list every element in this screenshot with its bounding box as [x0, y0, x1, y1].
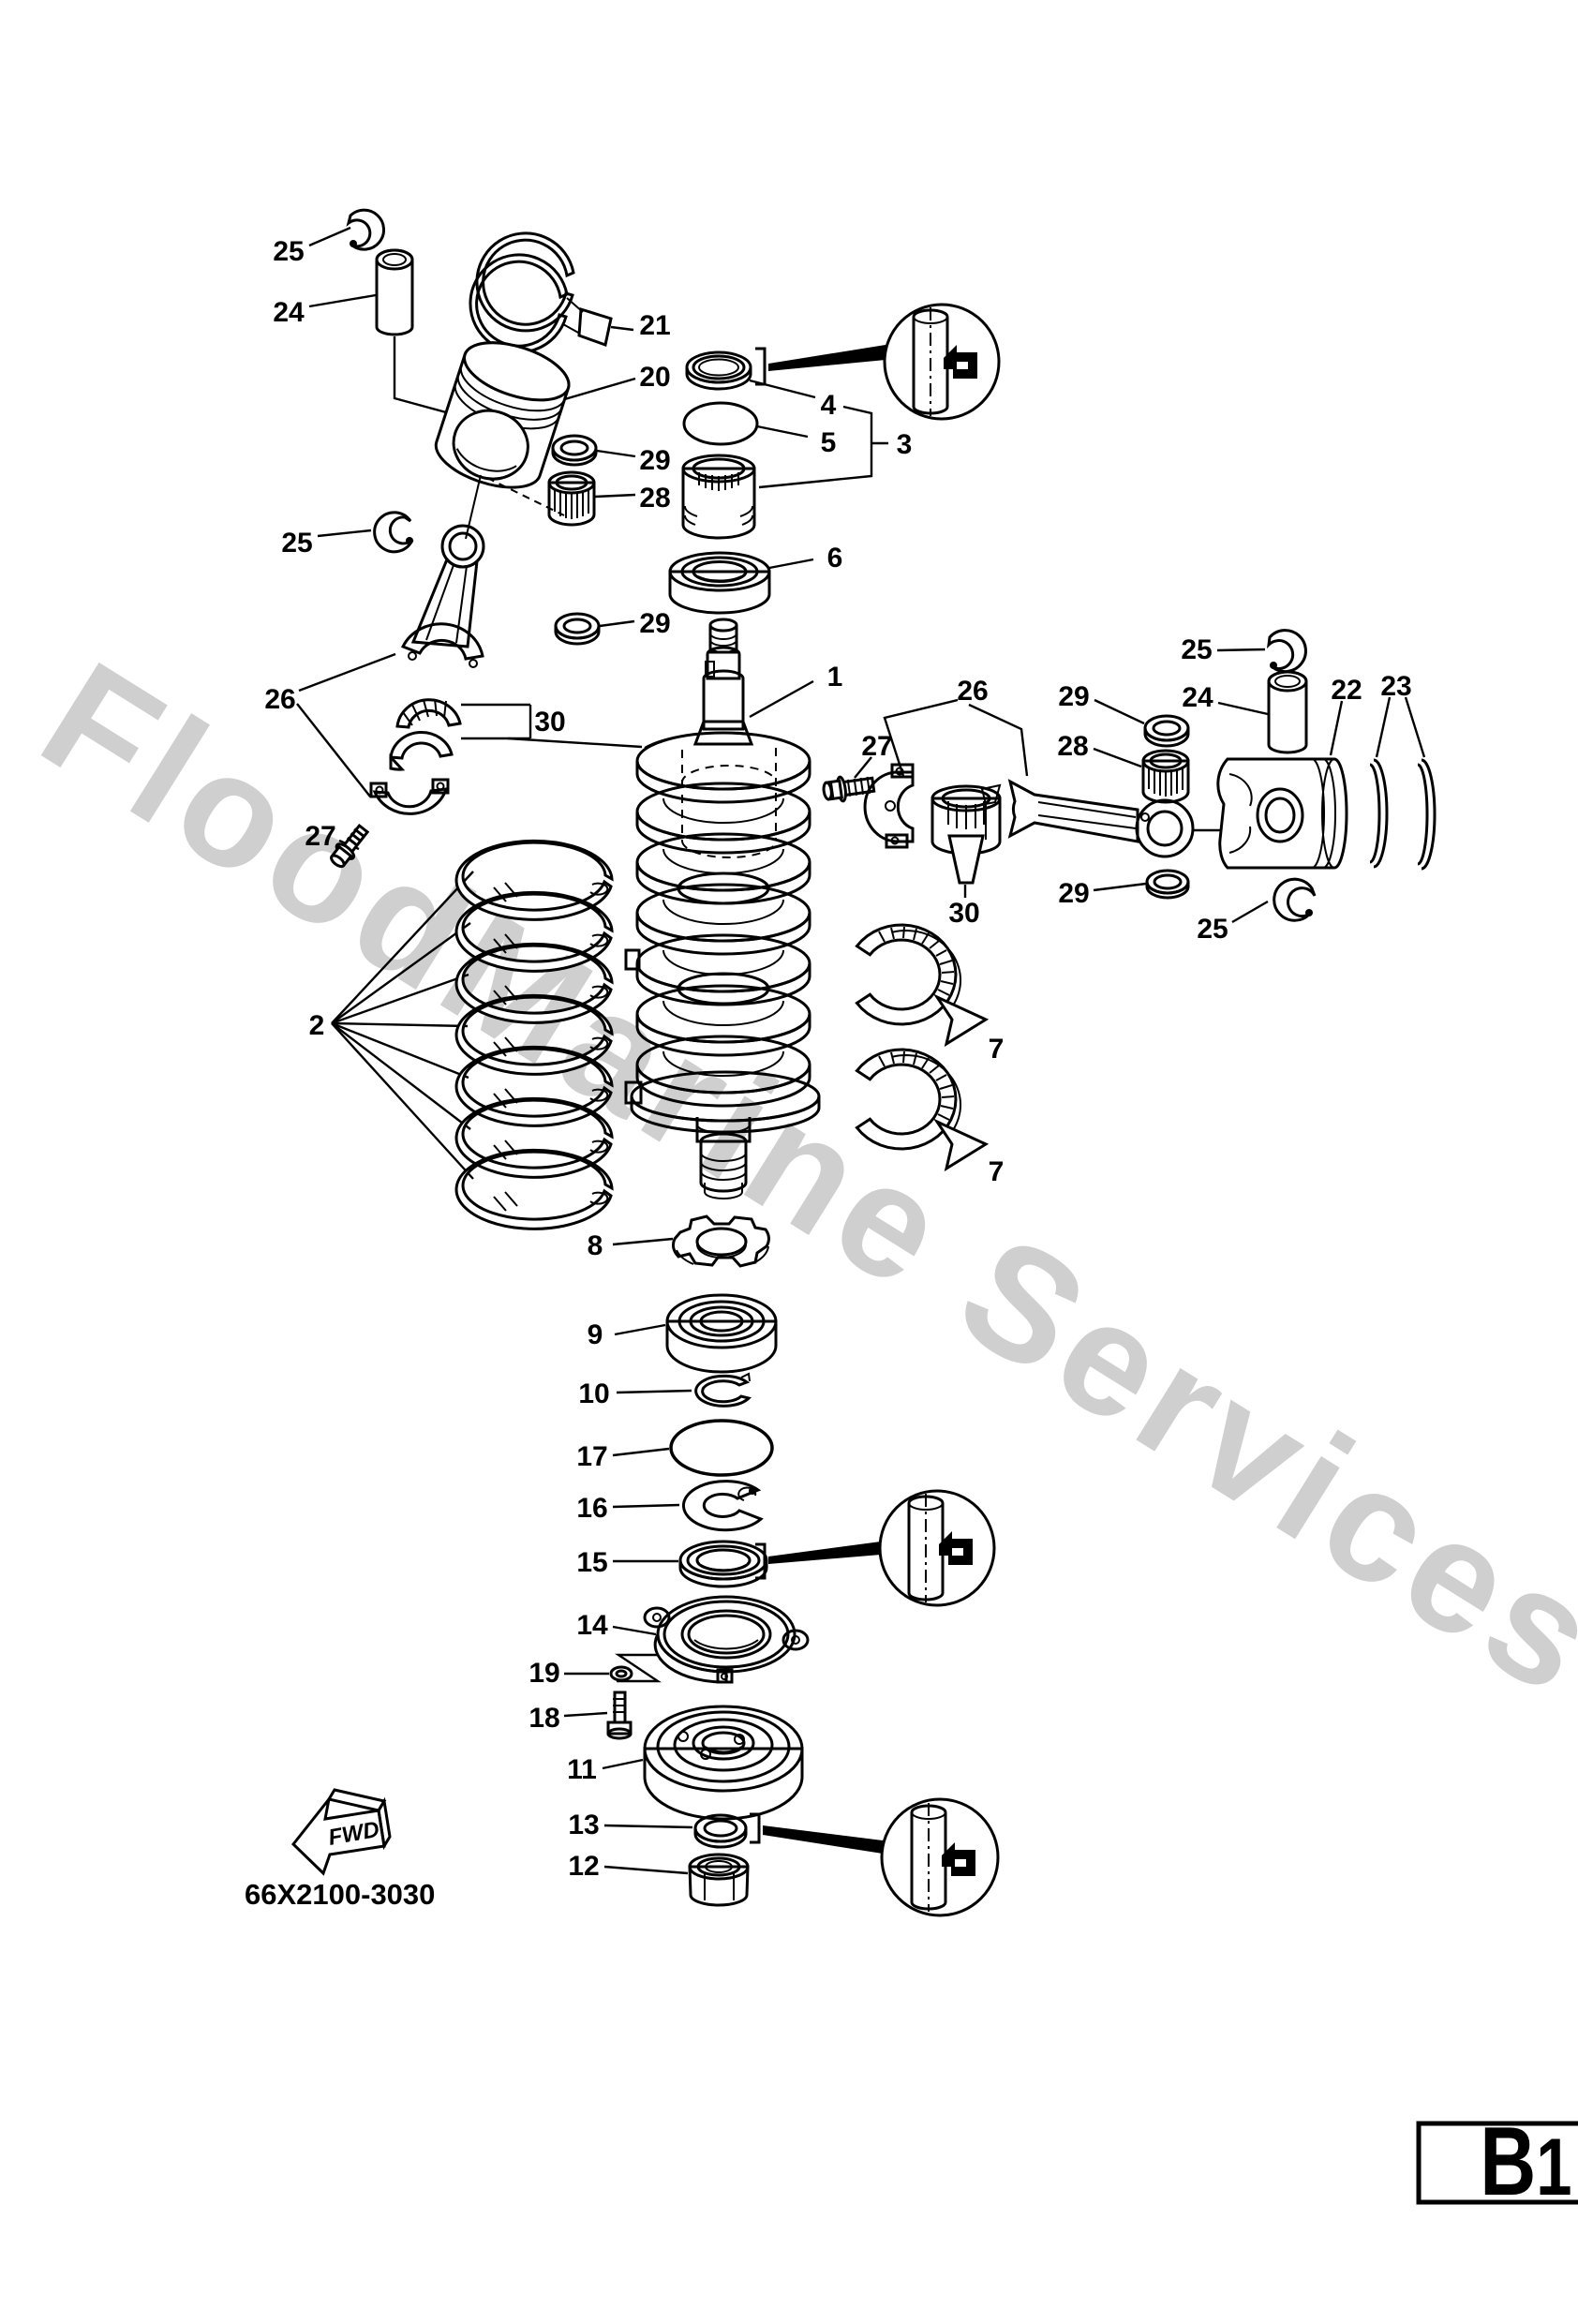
svg-text:6: 6 — [827, 543, 843, 574]
svg-text:25: 25 — [273, 236, 304, 267]
svg-text:29: 29 — [1058, 681, 1089, 712]
svg-text:16: 16 — [576, 1493, 607, 1524]
svg-text:17: 17 — [576, 1441, 607, 1472]
svg-text:25: 25 — [1197, 914, 1228, 945]
svg-text:18: 18 — [528, 1703, 559, 1734]
svg-text:28: 28 — [1057, 731, 1088, 762]
svg-text:30: 30 — [534, 707, 565, 737]
svg-text:13: 13 — [568, 1810, 599, 1840]
svg-text:21: 21 — [639, 310, 670, 341]
svg-text:22: 22 — [1331, 675, 1362, 706]
svg-text:1: 1 — [827, 662, 843, 693]
svg-text:29: 29 — [1058, 878, 1089, 909]
svg-text:24: 24 — [1182, 682, 1213, 713]
svg-text:19: 19 — [528, 1658, 559, 1689]
svg-text:24: 24 — [273, 297, 305, 328]
svg-text:11: 11 — [567, 1754, 597, 1785]
svg-text:10: 10 — [578, 1378, 609, 1409]
svg-text:30: 30 — [948, 898, 979, 929]
svg-text:26: 26 — [264, 684, 295, 715]
svg-text:28: 28 — [639, 483, 670, 514]
svg-text:5: 5 — [821, 427, 837, 458]
svg-text:66X2100-3030: 66X2100-3030 — [245, 1878, 435, 1911]
svg-text:9: 9 — [588, 1319, 603, 1350]
svg-text:29: 29 — [639, 445, 670, 476]
svg-text:7: 7 — [989, 1034, 1005, 1065]
svg-text:12: 12 — [568, 1851, 599, 1882]
svg-text:15: 15 — [576, 1547, 607, 1578]
svg-text:8: 8 — [588, 1230, 603, 1261]
svg-text:29: 29 — [639, 608, 670, 639]
svg-text:4: 4 — [821, 390, 837, 421]
svg-text:14: 14 — [576, 1610, 608, 1641]
svg-text:27: 27 — [305, 821, 335, 852]
svg-text:26: 26 — [957, 676, 988, 707]
svg-text:25: 25 — [281, 528, 312, 559]
svg-text:25: 25 — [1181, 634, 1212, 665]
svg-text:3: 3 — [897, 429, 913, 460]
svg-text:20: 20 — [639, 362, 670, 393]
svg-text:B1: B1 — [1480, 2107, 1571, 2215]
svg-text:2: 2 — [309, 1010, 325, 1041]
svg-text:23: 23 — [1380, 671, 1411, 702]
svg-text:7: 7 — [989, 1156, 1005, 1187]
svg-text:27: 27 — [861, 731, 892, 762]
